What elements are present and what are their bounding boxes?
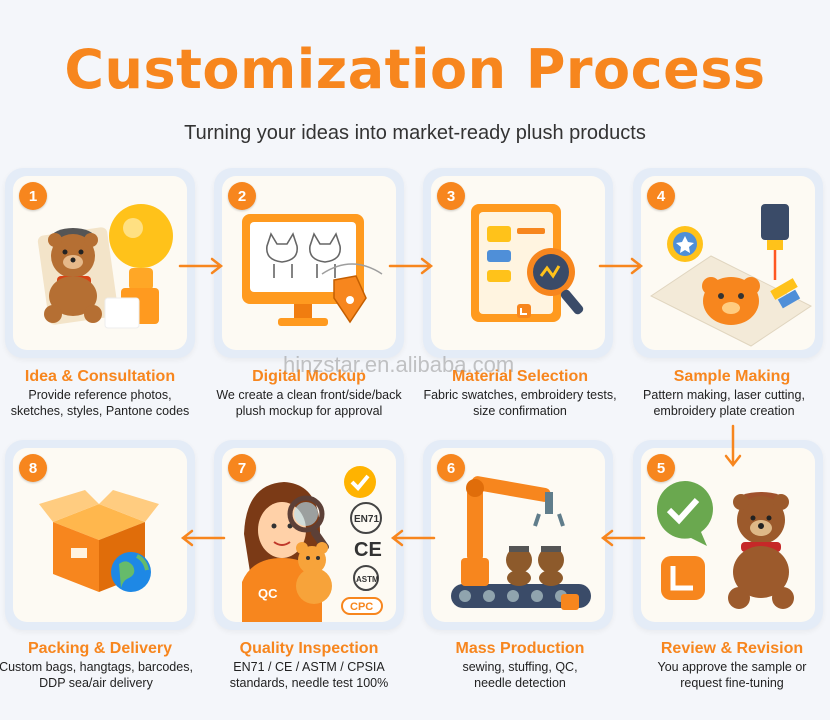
bear-lightbulb-icon (37, 204, 173, 329)
step-title: Idea & Consultation (24, 368, 176, 385)
step-card-7: 7 QC EN71 CE ASTM CPC (214, 440, 404, 630)
step-title: Digital Mockup (252, 368, 366, 385)
step-card-3: 3 (423, 168, 613, 358)
step-desc: Provide reference photos, sketches, styl… (10, 388, 190, 418)
step-card-5: 5 (633, 440, 823, 630)
step-badge: 7 (228, 454, 256, 482)
step-desc: Pattern making, laser cutting, embroider… (643, 388, 805, 418)
arrow-left-icon (180, 529, 226, 547)
astm-mark: ASTM (356, 575, 379, 584)
step-title: Quality Inspection (239, 640, 379, 657)
page-subtitle: Turning your ideas into market-ready plu… (184, 122, 646, 144)
step-desc: We create a clean front/side/back plush … (216, 388, 402, 418)
robot-arm-icon (451, 476, 591, 610)
step-badge: 8 (19, 454, 47, 482)
watermark: hinzstar.en.alibaba.com (283, 352, 515, 377)
step-title: Material Selection (451, 368, 589, 385)
step-title: Packing & Delivery (27, 640, 173, 657)
step-desc: Custom bags, hangtags, barcodes, DDP sea… (0, 660, 193, 690)
inspector-icon: QC EN71 CE ASTM CPC (242, 466, 383, 622)
document-magnifier-icon (471, 204, 584, 322)
bear-check-icon (656, 481, 794, 609)
step-title: Mass Production (455, 640, 585, 657)
page-title: Customization Process (64, 38, 766, 101)
step-desc: sewing, stuffing, QC, needle detection (462, 660, 578, 690)
ce-mark: CE (354, 539, 382, 561)
qc-shirt-label: QC (258, 586, 278, 601)
step-card-2: 2 (214, 168, 404, 358)
arrow-right-icon (178, 257, 224, 275)
arrow-right-icon (598, 257, 644, 275)
step-desc: Fabric swatches, embroidery tests, size … (423, 388, 617, 418)
step-badge: 2 (228, 182, 256, 210)
step-badge: 3 (437, 182, 465, 210)
monitor-mockup-icon (242, 214, 383, 326)
en71-mark: EN71 (354, 514, 379, 525)
step-badge: 4 (647, 182, 675, 210)
step-badge: 5 (647, 454, 675, 482)
step-card-6: 6 (423, 440, 613, 630)
step-desc: EN71 / CE / ASTM / CPSIA standards, need… (229, 660, 389, 690)
step-card-8: 8 (5, 440, 195, 630)
arrow-down-icon (724, 424, 742, 468)
arrow-left-icon (600, 529, 646, 547)
step-badge: 6 (437, 454, 465, 482)
step-badge: 1 (19, 182, 47, 210)
step-desc: You approve the sample or request fine-t… (657, 660, 807, 690)
step-title: Sample Making (673, 368, 791, 385)
cpc-mark: CPC (350, 601, 373, 613)
laser-cutting-icon (650, 204, 812, 347)
box-globe-icon (39, 490, 159, 592)
step-card-1: 1 (5, 168, 195, 358)
step-title: Review & Revision (660, 640, 804, 657)
step-card-4: 4 (633, 168, 823, 358)
arrow-left-icon (390, 529, 436, 547)
arrow-right-icon (388, 257, 434, 275)
